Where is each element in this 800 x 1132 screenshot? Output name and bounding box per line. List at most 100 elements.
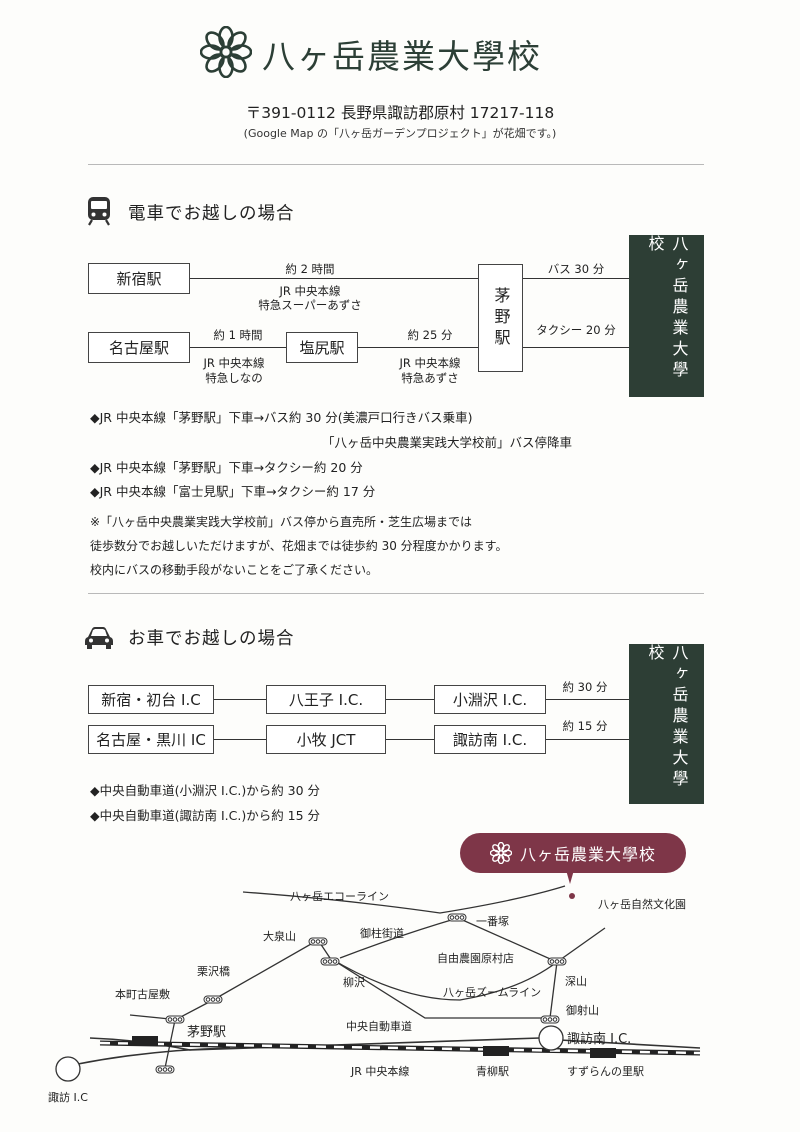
route-line — [214, 739, 266, 740]
map-label: 八ヶ岳ズームライン — [443, 985, 541, 999]
map-label: 八ヶ岳エコーライン — [290, 890, 389, 903]
station-marker — [132, 1036, 158, 1046]
map-label: 御柱街道 — [360, 926, 404, 940]
divider — [88, 593, 704, 594]
car-bullet: ◆中央自動車道(諏訪南 I.C.)から約 15 分 — [90, 808, 321, 823]
signal-icon — [540, 1015, 560, 1024]
station-marker — [590, 1048, 616, 1058]
map-label: 茅野駅 — [187, 1025, 226, 1040]
map-destination-pin: 八ヶ岳農業大學校 — [460, 833, 686, 873]
duration-label: 約 2 時間 — [285, 262, 335, 276]
map-label: 大泉山 — [263, 929, 296, 943]
train-note: 徒歩数分でお越しいただけますが、花畑までは徒歩約 30 分程度かかります。 — [90, 539, 508, 553]
ic-hachioji: 八王子 I.C. — [266, 685, 386, 714]
car-bullet: ◆中央自動車道(小淵沢 I.C.)から約 30 分 — [90, 783, 321, 798]
route-line — [386, 699, 434, 700]
map-label: 青柳駅 — [476, 1064, 509, 1078]
route-line — [190, 347, 286, 348]
route-line — [523, 347, 629, 348]
destination-car: 八ヶ岳農業大學校 — [629, 644, 704, 804]
line-label: 特急あずさ — [401, 371, 459, 385]
duration-label: 約 30 分 — [562, 680, 608, 694]
signal-icon — [203, 995, 223, 1004]
map-label: 中央自動車道 — [346, 1019, 412, 1033]
car-section-title: お車でお越しの場合 — [128, 629, 295, 649]
map-label: 八ヶ岳自然文化園 — [598, 897, 686, 911]
flower-logo-icon — [489, 842, 512, 864]
road-to-suwaminami — [549, 961, 558, 1019]
train-note: 校内にバスの移動手段がないことをご了承ください。 — [90, 563, 379, 577]
station-marker — [483, 1046, 509, 1056]
signal-icon — [547, 957, 567, 966]
road-onbashira — [339, 917, 459, 959]
jct-komaki: 小牧 JCT — [266, 725, 386, 754]
line-label: JR 中央本線 — [203, 356, 265, 370]
train-bullet: ◆JR 中央本線「富士見駅」下車→タクシー約 17 分 — [90, 484, 376, 499]
route-line — [358, 347, 478, 348]
route-line — [523, 278, 629, 279]
bus-label: バス 30 分 — [547, 262, 605, 276]
map-label: 御射山 — [566, 1003, 599, 1017]
train-bullet: 「八ヶ岳中央農業実践大学校前」バス停降車 — [322, 435, 573, 450]
signal-icon — [165, 1015, 185, 1024]
map-label: 一番塚 — [476, 915, 509, 928]
duration-label: 約 1 時間 — [213, 328, 263, 342]
route-line — [546, 739, 629, 740]
line-label: 特急しなの — [205, 371, 263, 385]
ic-suwaminami-marker — [538, 1025, 564, 1051]
route-line — [546, 699, 629, 700]
destination-train: 八ヶ岳農業大學校 — [629, 235, 704, 397]
route-line — [190, 278, 478, 279]
map-label: 諏訪 I.C — [48, 1090, 88, 1104]
map-label: 深山 — [565, 975, 587, 988]
signal-icon — [320, 957, 340, 966]
address-note: (Google Map の「八ヶ岳ガーデンプロジェクト」が花畑です。) — [243, 127, 557, 140]
map-label: 自由農園原村店 — [437, 951, 514, 965]
road-eco-line — [242, 885, 566, 914]
flower-logo-icon — [200, 26, 252, 78]
line-label: 特急スーパーあずさ — [258, 298, 362, 312]
station-shiojiri: 塩尻駅 — [286, 332, 358, 363]
signal-icon — [447, 913, 467, 922]
taxi-label: タクシー 20 分 — [536, 323, 616, 337]
ic-kobuchizawa: 小淵沢 I.C. — [434, 685, 546, 714]
train-icon — [88, 197, 110, 226]
map-label: 本町古屋敷 — [115, 987, 170, 1001]
destination-marker — [569, 893, 575, 899]
train-section-title: 電車でお越しの場合 — [128, 204, 295, 224]
car-icon — [85, 627, 113, 649]
ic-shinjuku: 新宿・初台 I.C — [88, 685, 214, 714]
route-line — [386, 739, 434, 740]
ic-suwaminami: 諏訪南 I.C. — [434, 725, 546, 754]
map-label: 諏訪南 I.C. — [567, 1031, 631, 1047]
line-label: JR 中央本線 — [399, 356, 461, 370]
signal-icon — [155, 1065, 175, 1074]
duration-label: 約 25 分 — [407, 328, 453, 342]
ic-suwa-marker — [55, 1056, 81, 1082]
map-label: 栗沢橋 — [197, 964, 230, 978]
station-chino: 茅野駅 — [478, 264, 523, 372]
page-title: 八ヶ岳農業大學校 — [262, 37, 542, 76]
expressway — [77, 1047, 231, 1065]
train-bullet: ◆JR 中央本線「茅野駅」下車→バス約 30 分(美濃戸口行きバス乗車) — [90, 410, 473, 425]
station-nagoya: 名古屋駅 — [88, 332, 190, 363]
road-zoom-line — [329, 957, 558, 1001]
signal-icon — [308, 937, 328, 946]
train-bullet: ◆JR 中央本線「茅野駅」下車→タクシー約 20 分 — [90, 460, 363, 475]
address: 〒391-0112 長野県諏訪郡原村 17217-118 — [245, 104, 555, 122]
route-line — [214, 699, 266, 700]
ic-nagoya: 名古屋・黒川 IC — [88, 725, 214, 754]
map-label: すずらんの里駅 — [567, 1065, 644, 1078]
pin-label: 八ヶ岳農業大學校 — [519, 845, 656, 864]
expressway — [559, 1039, 701, 1049]
station-shinjuku: 新宿駅 — [88, 263, 190, 294]
pin-pointer — [566, 870, 574, 884]
map-label: 柳沢 — [343, 975, 365, 989]
line-label: JR 中央本線 — [279, 284, 341, 298]
divider — [88, 164, 704, 165]
access-map: 八ヶ岳エコーライン 八ヶ岳自然文化園 一番塚 大泉山 御柱街道 自由農園原村店 … — [48, 870, 701, 1104]
map-label: JR 中央本線 — [350, 1064, 409, 1078]
train-note: ※「八ヶ岳中央農業実践大学校前」バス停から直売所・芝生広場までは — [90, 515, 473, 529]
duration-label: 約 15 分 — [562, 719, 608, 733]
